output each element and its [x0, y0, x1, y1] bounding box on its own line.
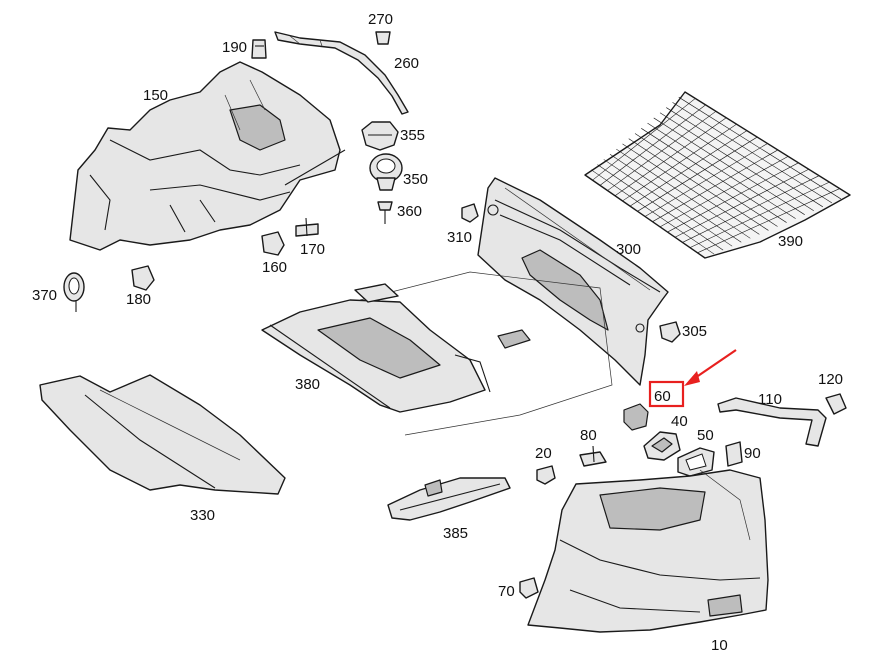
label-80: 80	[580, 427, 597, 444]
part-20-clip[interactable]	[536, 465, 556, 485]
part-120-clip[interactable]	[825, 393, 847, 415]
part-270-clip[interactable]	[375, 31, 391, 45]
label-110: 110	[758, 391, 782, 408]
label-60: 60	[654, 388, 671, 405]
label-305: 305	[682, 323, 707, 340]
label-370: 370	[32, 287, 57, 304]
label-50: 50	[697, 427, 714, 444]
part-50-frame[interactable]	[677, 447, 715, 477]
label-20: 20	[535, 445, 552, 462]
part-170-clip[interactable]	[295, 217, 319, 237]
part-370-lashing-eye[interactable]	[63, 272, 85, 312]
label-10: 10	[711, 637, 728, 654]
part-180-clip[interactable]	[131, 265, 155, 291]
label-330: 330	[190, 507, 215, 524]
part-190-clip[interactable]	[251, 39, 267, 59]
label-160: 160	[262, 259, 287, 276]
part-355-cap[interactable]	[361, 121, 399, 151]
label-90: 90	[744, 445, 761, 462]
part-310-clip[interactable]	[461, 203, 479, 223]
label-350: 350	[403, 171, 428, 188]
part-150-left-side-trim[interactable]	[69, 61, 346, 251]
label-300: 300	[616, 241, 641, 258]
label-70: 70	[498, 583, 515, 600]
label-270: 270	[368, 11, 393, 28]
part-390-cargo-net[interactable]	[584, 91, 851, 259]
label-380: 380	[295, 376, 320, 393]
part-70-clip[interactable]	[519, 577, 539, 599]
part-10-right-side-trim[interactable]	[527, 469, 769, 633]
part-380-load-compartment[interactable]	[261, 271, 613, 436]
label-360: 360	[397, 203, 422, 220]
label-170: 170	[300, 241, 325, 258]
label-310: 310	[447, 229, 472, 246]
part-60-socket[interactable]	[623, 403, 649, 431]
label-355: 355	[400, 127, 425, 144]
label-390: 390	[778, 233, 803, 250]
label-190: 190	[222, 39, 247, 56]
part-305-clip[interactable]	[659, 321, 681, 343]
label-40: 40	[671, 413, 688, 430]
label-260: 260	[394, 55, 419, 72]
label-180: 180	[126, 291, 151, 308]
part-350-lashing-eye[interactable]	[369, 153, 403, 191]
label-120: 120	[818, 371, 843, 388]
part-385-floor-bracket[interactable]	[387, 477, 511, 521]
part-160-clip[interactable]	[261, 231, 285, 256]
part-360-screw[interactable]	[377, 201, 393, 224]
part-80-clip[interactable]	[579, 445, 607, 467]
part-110-rail[interactable]	[717, 397, 827, 447]
part-260-trim-strip[interactable]	[274, 31, 409, 115]
label-385: 385	[443, 525, 468, 542]
part-300-rear-sill-panel[interactable]	[477, 177, 669, 386]
highlight-callout	[648, 349, 737, 408]
part-90-clip[interactable]	[725, 441, 743, 467]
part-330-floor-trim[interactable]	[39, 374, 286, 495]
label-150: 150	[143, 87, 168, 104]
part-40-socket[interactable]	[643, 431, 681, 461]
